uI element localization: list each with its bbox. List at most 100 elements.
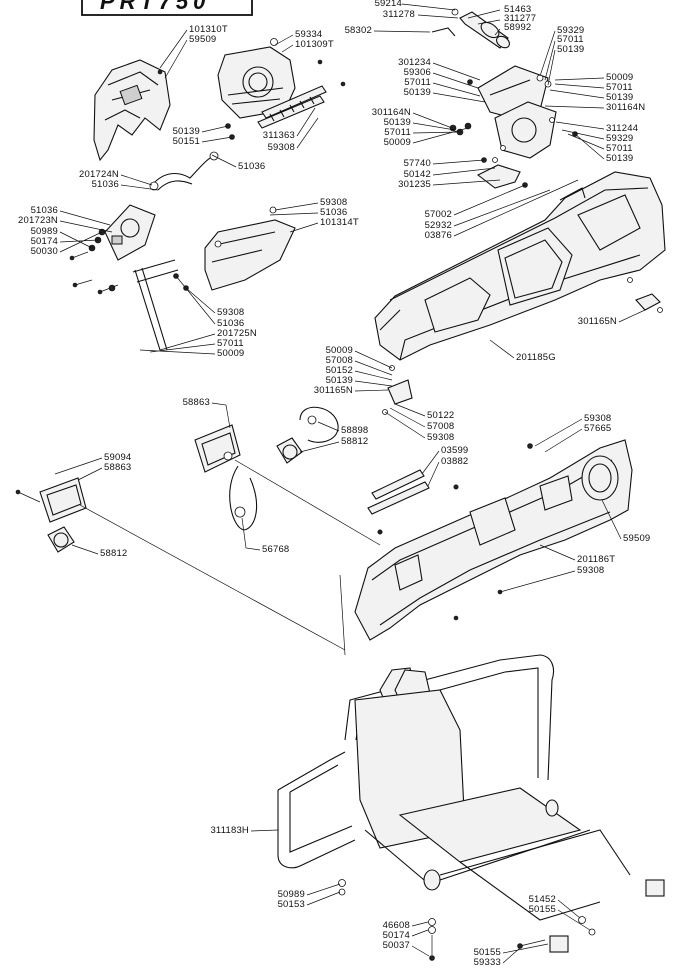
emblem-badges — [367, 469, 430, 515]
gauge-pod-housing — [217, 38, 296, 119]
part-number-label: 57011 — [606, 82, 633, 93]
part-number-label: 50009 — [384, 137, 411, 148]
bolt-icon — [69, 251, 89, 261]
side-bracket-301165N — [627, 277, 663, 313]
part-number-label: 51036 — [217, 318, 244, 329]
part-number-label: 101310T — [189, 24, 228, 35]
part-number-label: 57011 — [217, 338, 244, 349]
part-number-label: 57002 — [425, 209, 452, 220]
part-number-label: 201725N — [217, 328, 257, 339]
small-bracket-301235 — [476, 157, 521, 189]
part-number-label: 50139 — [384, 117, 411, 128]
part-number-label: 50009 — [606, 72, 633, 83]
title-block: PRT750 — [81, 0, 253, 16]
support-rod — [132, 259, 179, 351]
steering-shaft-assembly — [431, 8, 510, 49]
hardware-fasteners — [15, 59, 596, 961]
part-number-label: 301234 — [398, 57, 431, 68]
part-number-label: 58302 — [345, 25, 372, 36]
part-number-label: 50989 — [31, 226, 58, 237]
part-number-label: 57008 — [326, 355, 353, 366]
part-number-label: 50139 — [606, 92, 633, 103]
part-number-label: 50139 — [404, 87, 431, 98]
part-number-label: 51036 — [92, 179, 119, 190]
part-number-label: 101309T — [295, 39, 334, 50]
front-fascia-panel — [354, 439, 633, 641]
part-number-label: 59306 — [404, 67, 431, 78]
bolt-icon — [517, 939, 546, 949]
bolt-icon — [72, 279, 93, 288]
part-number-label: 301235 — [398, 179, 431, 190]
center-bracket-301165N — [382, 365, 413, 415]
part-number-label: 59308 — [320, 197, 347, 208]
part-number-label: 51036 — [31, 205, 58, 216]
part-number-label: 301165N — [314, 385, 353, 396]
headlight-left — [39, 477, 87, 523]
headlight-right — [194, 424, 241, 473]
part-number-label: 59308 — [217, 307, 244, 318]
wiring-harness — [149, 151, 219, 191]
part-number-label: 03599 — [441, 445, 468, 456]
part-number-label: 03876 — [425, 230, 452, 241]
part-number-label: 59094 — [104, 452, 131, 463]
part-number-label: 50030 — [31, 246, 58, 257]
part-number-label: 201185G — [516, 352, 556, 363]
part-number-label: 50139 — [557, 44, 584, 55]
part-number-label: 59214 — [375, 0, 402, 9]
part-number-label: 58863 — [183, 397, 210, 408]
part-number-label: 57008 — [427, 421, 454, 432]
part-number-label: 59329 — [606, 133, 633, 144]
part-number-label: 50151 — [173, 136, 200, 147]
bulb-58812-left — [47, 526, 75, 553]
part-number-label: 101314T — [320, 217, 359, 228]
part-number-label: 311363 — [263, 130, 295, 141]
part-number-label: 50037 — [383, 940, 410, 951]
part-number-label: 50174 — [31, 236, 58, 247]
part-number-label: 50155 — [529, 904, 556, 915]
part-number-label: 59308 — [427, 432, 454, 443]
diagram-title: PRT750 — [100, 0, 210, 14]
part-number-label: 58812 — [341, 436, 368, 447]
bolt-icon — [429, 935, 435, 961]
part-number-label: 57011 — [606, 143, 633, 154]
part-number-label: 301164N — [372, 107, 411, 118]
part-number-label: 50142 — [404, 169, 431, 180]
part-number-label: 51036 — [238, 161, 265, 172]
part-number-label: 59333 — [474, 957, 501, 968]
brush-guard-frame — [277, 654, 665, 953]
part-number-label: 58812 — [100, 548, 127, 559]
part-number-label: 59308 — [577, 565, 604, 576]
part-number-label: 51463 — [504, 4, 531, 15]
dash-center-bracket — [494, 101, 557, 159]
part-number-label: 51036 — [320, 207, 347, 218]
part-number-label: 50009 — [326, 345, 353, 356]
part-number-label: 59334 — [295, 29, 322, 40]
part-number-label: 58992 — [504, 22, 531, 33]
part-number-label: 03882 — [441, 456, 468, 467]
socket-56768 — [229, 465, 257, 531]
grille-strip — [257, 85, 327, 129]
part-number-label: 201186T — [577, 554, 615, 565]
part-number-label: 51452 — [529, 894, 556, 905]
side-cover-panel — [204, 206, 296, 291]
part-number-label: 311244 — [606, 123, 638, 134]
part-number-label: 50139 — [173, 126, 200, 137]
part-number-label: 57665 — [584, 423, 611, 434]
part-number-label: 50153 — [278, 899, 305, 910]
part-number-label: 59308 — [584, 413, 611, 424]
part-number-label: 301165N — [578, 316, 617, 327]
part-number-label: 59509 — [189, 34, 216, 45]
part-number-label: 57011 — [557, 34, 584, 45]
part-number-label: 52932 — [425, 220, 452, 231]
part-number-label: 50174 — [383, 930, 410, 941]
part-number-label: 311277 — [504, 13, 536, 24]
part-number-label: 311278 — [383, 9, 415, 20]
switch-bracket-left — [104, 204, 156, 261]
part-number-label: 50155 — [474, 947, 501, 958]
part-number-label: 59509 — [623, 533, 650, 544]
part-number-label: 59329 — [557, 25, 584, 36]
part-number-label: 50139 — [606, 153, 633, 164]
part-number-label: 311183H — [210, 825, 249, 836]
